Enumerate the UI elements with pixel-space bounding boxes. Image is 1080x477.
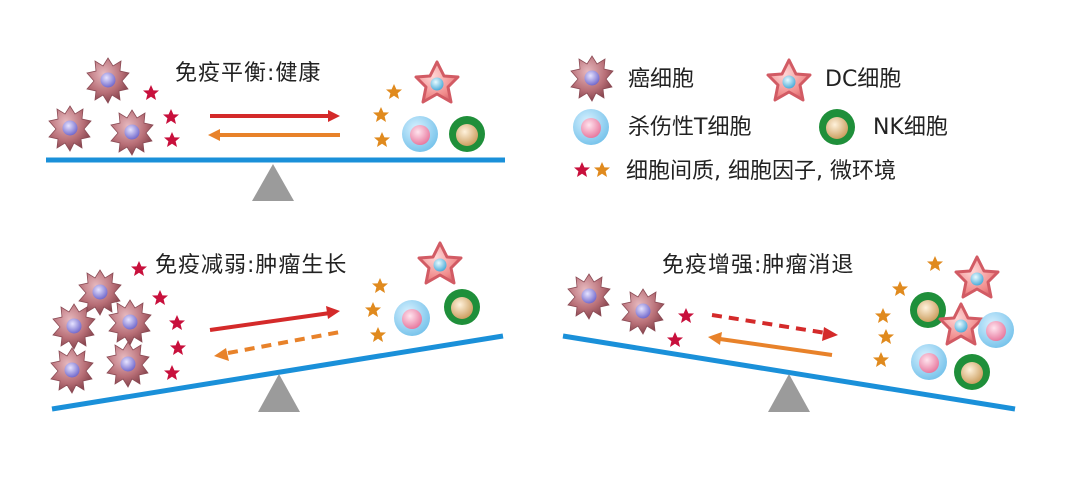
star-orange-icon	[370, 327, 386, 342]
panel-balance: 免疫平衡:健康	[46, 57, 505, 201]
star-red-icon	[667, 332, 683, 347]
beam	[562, 333, 1016, 412]
legend-dc-label: DC细胞	[825, 67, 901, 92]
star-orange-icon	[373, 107, 389, 122]
t-cell-icon	[978, 312, 1014, 348]
cancer-cell-icon	[50, 347, 94, 394]
legend-matrix-label: 细胞间质, 细胞因子, 微环境	[626, 159, 896, 184]
panel-enhanced: 免疫增强:肿瘤消退	[562, 253, 1016, 412]
nk-cell-icon	[444, 289, 480, 325]
legend-cancer-label: 癌细胞	[628, 67, 694, 92]
star-orange-icon	[372, 278, 388, 293]
cancer-cell-icon	[621, 288, 665, 335]
legend-nk-label: NK细胞	[873, 115, 948, 140]
arrow-left-head	[708, 332, 722, 345]
arrow-right-dashed	[711, 313, 827, 335]
star-red-icon	[678, 308, 694, 323]
star-red-icon	[574, 162, 590, 177]
star-orange-icon	[875, 308, 891, 323]
dc-cell-icon	[954, 255, 1000, 299]
arrow-right	[209, 311, 331, 332]
cancer-cell-icon	[86, 57, 130, 104]
arrow-left-head	[214, 348, 229, 361]
panel-title-enhanced: 免疫增强:肿瘤消退	[662, 253, 854, 278]
legend-tcell-label: 杀伤性T细胞	[628, 115, 751, 140]
star-red-icon	[170, 340, 186, 355]
nk-cell-icon	[910, 292, 946, 328]
arrow-left-dashed	[227, 330, 341, 355]
arrow-right-head	[328, 110, 340, 122]
nk-cell-icon	[819, 109, 855, 145]
cancer-cell-icon	[110, 109, 154, 156]
star-orange-icon	[873, 352, 889, 367]
star-orange-icon	[594, 162, 610, 177]
legend: 癌细胞 DC细胞 杀伤性T细胞 NK细胞 细胞间质, 细胞因子, 微环境	[570, 55, 948, 184]
t-cell-icon	[911, 344, 947, 380]
star-red-icon	[163, 109, 179, 124]
nk-cell-icon	[954, 354, 990, 390]
cancer-cell-icon	[106, 341, 150, 388]
panel-title-balance: 免疫平衡:健康	[175, 61, 321, 86]
star-red-icon	[169, 315, 185, 330]
star-orange-icon	[386, 84, 402, 99]
star-red-icon	[131, 261, 147, 276]
star-red-icon	[152, 290, 168, 305]
arrow-left-head	[208, 129, 220, 141]
dc-cell-icon	[766, 58, 812, 102]
dc-cell-icon	[417, 241, 463, 285]
cancer-cell-icon	[108, 299, 152, 346]
star-orange-icon	[927, 256, 943, 271]
cancer-cell-icon	[567, 273, 611, 320]
dc-cell-icon	[938, 302, 984, 346]
star-orange-icon	[365, 302, 381, 317]
fulcrum	[258, 374, 300, 412]
panel-weakened: 免疫减弱:肿瘤生长	[50, 241, 504, 412]
arrow-right-head	[326, 306, 340, 319]
t-cell-icon	[394, 300, 430, 336]
arrow-right-head	[822, 327, 838, 341]
star-red-icon	[164, 365, 180, 380]
star-orange-icon	[374, 132, 390, 147]
fulcrum	[252, 164, 294, 201]
star-red-icon	[143, 85, 159, 100]
fulcrum	[768, 374, 810, 412]
beam	[51, 333, 504, 412]
star-red-icon	[164, 132, 180, 147]
t-cell-icon	[573, 109, 609, 145]
star-orange-icon	[892, 281, 908, 296]
star-orange-icon	[878, 329, 894, 344]
t-cell-icon	[402, 116, 438, 152]
dc-cell-icon	[414, 60, 460, 104]
arrow-left	[719, 337, 833, 357]
nk-cell-icon	[449, 116, 485, 152]
panel-title-weakened: 免疫减弱:肿瘤生长	[155, 253, 347, 278]
cancer-cell-icon	[48, 105, 92, 152]
cancer-cell-icon	[570, 55, 614, 102]
